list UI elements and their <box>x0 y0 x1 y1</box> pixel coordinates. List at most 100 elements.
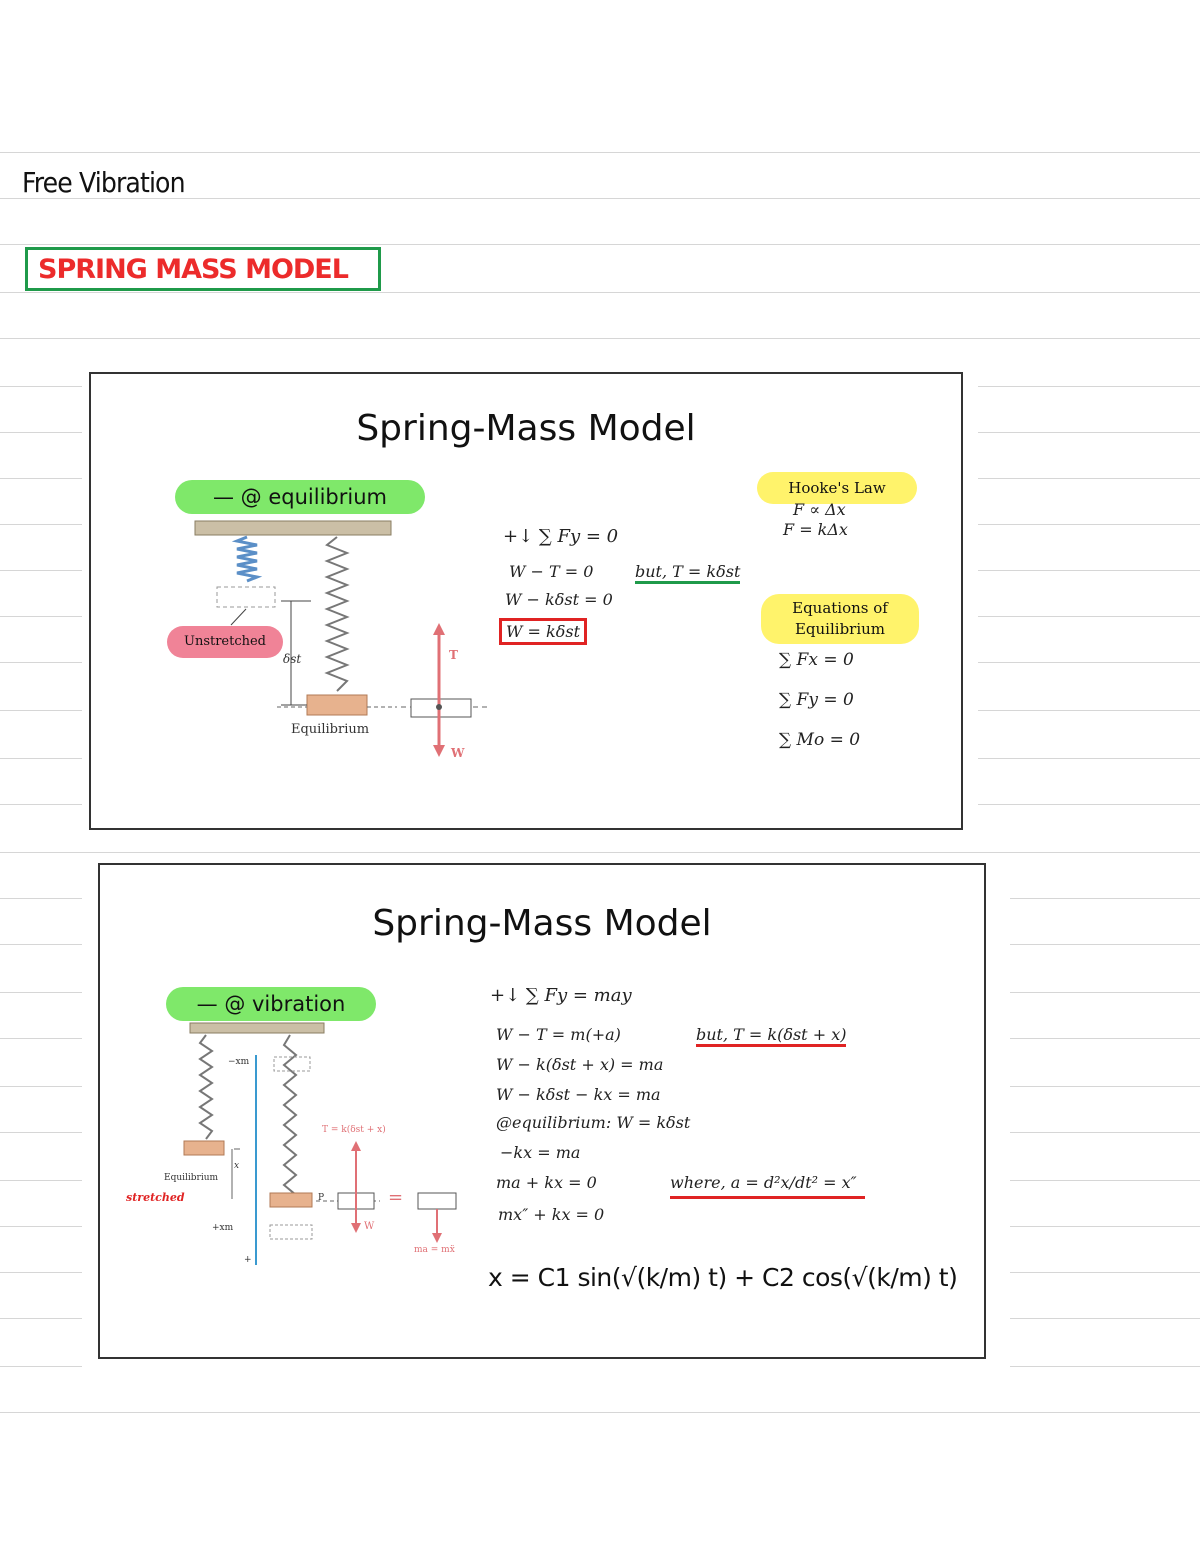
slide-equilibrium: Spring-Mass Model — @ equilibrium Unstre… <box>89 372 963 830</box>
equation-sum-fy: +↓ ∑ Fy = may <box>490 985 632 1006</box>
slide-title: Spring-Mass Model <box>372 903 712 944</box>
ruled-line <box>0 1180 82 1181</box>
equation-tension-def: but, T = kδst <box>635 562 741 584</box>
equation-sum-fx: ∑ Fx = 0 <box>779 650 854 670</box>
vibration-badge: — @ vibration <box>166 987 376 1021</box>
equation-sum-mo: ∑ Mo = 0 <box>779 730 861 750</box>
ruled-line <box>0 1226 82 1227</box>
ruled-line <box>0 198 1200 199</box>
ceiling <box>189 1022 325 1034</box>
vibrating-spring <box>282 1034 298 1202</box>
spring-equilibrium-diagram <box>194 520 491 757</box>
plus-label: + <box>244 1255 252 1265</box>
x-label: x <box>234 1161 240 1171</box>
ruled-line <box>1010 1318 1200 1319</box>
section-heading-box: SPRING MASS MODEL <box>25 247 381 291</box>
ruled-line <box>0 710 82 711</box>
equation-ma-plus-kx: ma + kx = 0 <box>496 1173 597 1192</box>
p-label: P <box>318 1193 325 1203</box>
equation-w-minus-t: W − T = 0 <box>509 562 594 581</box>
equation-expand-2: W − kδst − kx = ma <box>496 1085 661 1104</box>
equations-of-equilibrium-badge: Equations of Equilibrium <box>761 594 919 644</box>
ruled-line <box>1010 1226 1200 1227</box>
kinetic-mass <box>417 1192 457 1210</box>
ruled-line <box>978 662 1200 663</box>
ruled-line <box>0 570 82 571</box>
equilibrium-spring <box>198 1034 214 1140</box>
ruled-line <box>0 386 82 387</box>
tension-label: T <box>449 648 458 662</box>
unstretched-label: Unstretched <box>167 626 283 658</box>
slide-vibration: Spring-Mass Model — @ vibration −xm x +x… <box>98 863 986 1359</box>
equation-tension-def: but, T = k(δst + x) <box>696 1025 847 1047</box>
slide-title: Spring-Mass Model <box>356 408 696 449</box>
ruled-line <box>978 758 1200 759</box>
unstretched-mass-outline <box>216 586 276 608</box>
hooke-formula: F = kΔx <box>783 520 848 539</box>
equilibrium-mass <box>306 694 368 716</box>
ruled-line <box>0 662 82 663</box>
delta-st-label: δst <box>283 652 302 666</box>
ruled-line <box>978 432 1200 433</box>
hooke-proportional: F ∝ Δx <box>793 500 846 519</box>
ruled-line <box>0 1086 82 1087</box>
ruled-line <box>978 570 1200 571</box>
ruled-line <box>0 898 82 899</box>
equilibrium-label: Equilibrium <box>164 1173 219 1183</box>
equation-sum-fy: +↓ ∑ Fy = 0 <box>503 526 619 547</box>
equation-sum-fy-2: ∑ Fy = 0 <box>779 690 854 710</box>
equation-result-boxed: W = kδst <box>499 618 587 645</box>
ruled-line <box>1010 992 1200 993</box>
unstretched-spring <box>231 535 263 583</box>
plus-xm-label: +xm <box>212 1223 234 1233</box>
ruled-line <box>978 616 1200 617</box>
equation-minus-kx: −kx = ma <box>500 1143 581 1162</box>
ruled-line <box>0 804 82 805</box>
equation-expand-1: W − k(δst + x) = ma <box>496 1055 664 1074</box>
ruled-line <box>0 1366 82 1367</box>
ruled-line <box>978 478 1200 479</box>
spring-vibration-diagram <box>183 1022 457 1265</box>
weight-label: W <box>364 1221 375 1232</box>
tension-label: T = k(δst + x) <box>322 1125 386 1135</box>
ruled-line <box>1010 944 1200 945</box>
equation-w-minus-kdelta: W − kδst = 0 <box>505 590 613 609</box>
equation-w-minus-t: W − T = m(+a) <box>496 1025 621 1044</box>
ruled-line <box>0 758 82 759</box>
ruled-line <box>0 292 1200 293</box>
ruled-line <box>0 338 1200 339</box>
equilibrium-label: Equilibrium <box>291 722 370 737</box>
ruled-line <box>978 386 1200 387</box>
general-solution: x = C1 sin(√(k/m) t) + C2 cos(√(k/m) t) <box>488 1263 958 1292</box>
ruled-line <box>0 1272 82 1273</box>
ruled-line <box>0 616 82 617</box>
ruled-line <box>0 152 1200 153</box>
ceiling <box>194 520 392 536</box>
stretched-label: stretched <box>126 1191 185 1204</box>
equals-sign: = <box>388 1187 404 1208</box>
ruled-line <box>978 524 1200 525</box>
equilibrium-badge: — @ equilibrium <box>175 480 425 514</box>
ruled-line <box>1010 1272 1200 1273</box>
equation-ode: mx″ + kx = 0 <box>498 1205 605 1224</box>
ruled-line <box>0 1318 82 1319</box>
minus-xm-label: −xm <box>228 1057 250 1067</box>
ruled-line <box>0 478 82 479</box>
weight-label: W <box>451 746 465 760</box>
ruled-line <box>0 1132 82 1133</box>
ruled-line <box>978 710 1200 711</box>
ruled-line <box>0 1412 1200 1413</box>
ruled-line <box>0 992 82 993</box>
section-heading: SPRING MASS MODEL <box>38 254 349 285</box>
ruled-line <box>1010 1038 1200 1039</box>
ruled-line <box>1010 1180 1200 1181</box>
ruled-line <box>1010 1366 1200 1367</box>
vibrating-mass <box>269 1192 313 1208</box>
ruled-line <box>0 432 82 433</box>
ruled-line <box>0 944 82 945</box>
equation-acceleration-def: where, a = d²x/dt² = x″ <box>670 1173 865 1199</box>
equation-equilibrium-sub: @equilibrium: W = kδst <box>496 1113 691 1132</box>
ruled-line <box>1010 1086 1200 1087</box>
page-title: Free Vibration <box>22 166 186 199</box>
ruled-line <box>0 524 82 525</box>
